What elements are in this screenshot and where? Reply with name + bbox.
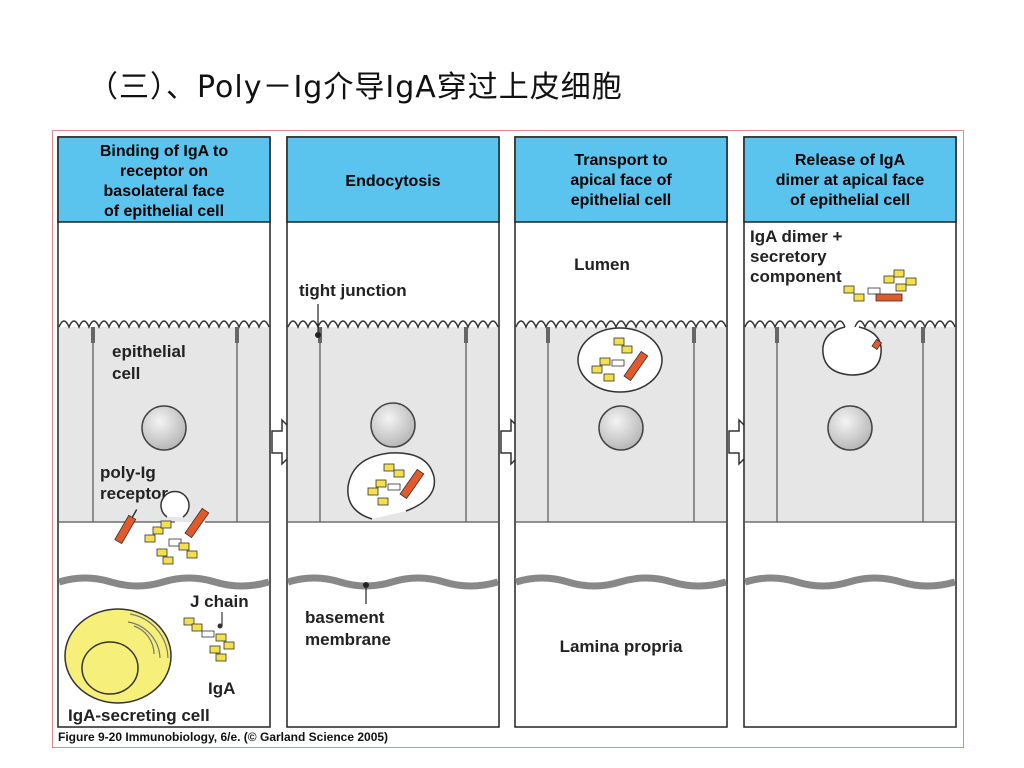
panel-4-title-line-3: of epithelial cell: [790, 192, 910, 209]
nucleus: [141, 405, 187, 451]
basement-membrane-label-2: membrane: [305, 630, 391, 649]
panel-1-title-line-3: basolateral face: [104, 183, 225, 200]
panel-1-title-line-4: of epithelial cell: [104, 203, 224, 220]
panel-2-header: [286, 136, 500, 223]
panel-4: Release of IgA dimer at apical face of e…: [743, 136, 957, 728]
panel-2: Endocytosis tight junction: [286, 136, 500, 728]
figure-caption: Figure 9-20 Immunobiology, 6/e. (© Garla…: [58, 730, 389, 744]
iga-dimer-bound-icon: [144, 490, 210, 565]
nucleus: [827, 405, 873, 451]
iga-secreting-cell: [64, 608, 172, 704]
panel-1: Binding of IgA to receptor on basolatera…: [57, 136, 271, 728]
iga-dimer-icon: [183, 617, 235, 662]
basement-membrane-label-1: basement: [305, 608, 385, 627]
panel-4-title-line-1: Release of IgA: [795, 152, 906, 169]
panel-4-title-line-2: dimer at apical face: [776, 172, 925, 189]
tight-junction-label: tight junction: [299, 281, 407, 300]
panel-3-header: [514, 136, 728, 223]
slide-title: （三）、Poly－Ig介导IgA穿过上皮细胞: [88, 70, 623, 105]
epithelial-cell-label-2: cell: [112, 364, 140, 383]
basement-membrane: [286, 574, 499, 590]
iga-dimer-secretory-label-1: IgA dimer +: [750, 227, 842, 246]
panel-3-title-line-1: Transport to: [574, 152, 668, 169]
epithelial-cell-label-1: epithelial: [112, 342, 186, 361]
secretory-iga-icon: [843, 269, 917, 302]
panel-3: Transport to apical face of epithelial c…: [514, 136, 728, 728]
basement-membrane: [514, 574, 727, 590]
microvilli: [58, 320, 270, 329]
iga-dimer-secretory-label-3: component: [750, 267, 842, 286]
plasma-cell-nucleus: [81, 641, 139, 695]
panel-1-title-line-1: Binding of IgA to: [100, 143, 228, 160]
nucleus: [598, 405, 644, 451]
fused-vesicle: [822, 326, 882, 376]
basement-membrane: [57, 574, 270, 590]
tight-junction: [91, 327, 95, 343]
endocytic-vesicle: [347, 452, 436, 520]
panel-1-header: [57, 136, 271, 223]
panel-3-title-line-2: apical face of: [570, 172, 672, 189]
poly-ig-receptor-icon: [114, 509, 138, 545]
iga-label: IgA: [208, 679, 235, 698]
iga-dimer-secretory-label-2: secretory: [750, 247, 827, 266]
panel-3-title-line-3: epithelial cell: [571, 192, 671, 209]
panel-4-header: [743, 136, 957, 223]
panel-2-title-line-1: Endocytosis: [345, 173, 440, 190]
basement-membrane: [743, 574, 956, 590]
transport-vesicle: [577, 327, 663, 393]
tight-junction: [235, 327, 239, 343]
j-chain-label: J chain: [190, 592, 249, 611]
panel-1-title-line-2: receptor on: [120, 163, 208, 180]
lamina-propria-label: Lamina propria: [560, 637, 683, 656]
nucleus: [370, 402, 416, 448]
poly-ig-receptor-label-1: poly-Ig: [100, 463, 156, 482]
cleaved-receptor-icon: [871, 338, 883, 350]
lumen-label: Lumen: [574, 255, 630, 274]
poly-ig-receptor-label-2: receptor: [100, 484, 168, 503]
iga-secreting-cell-label: IgA-secreting cell: [68, 706, 210, 725]
